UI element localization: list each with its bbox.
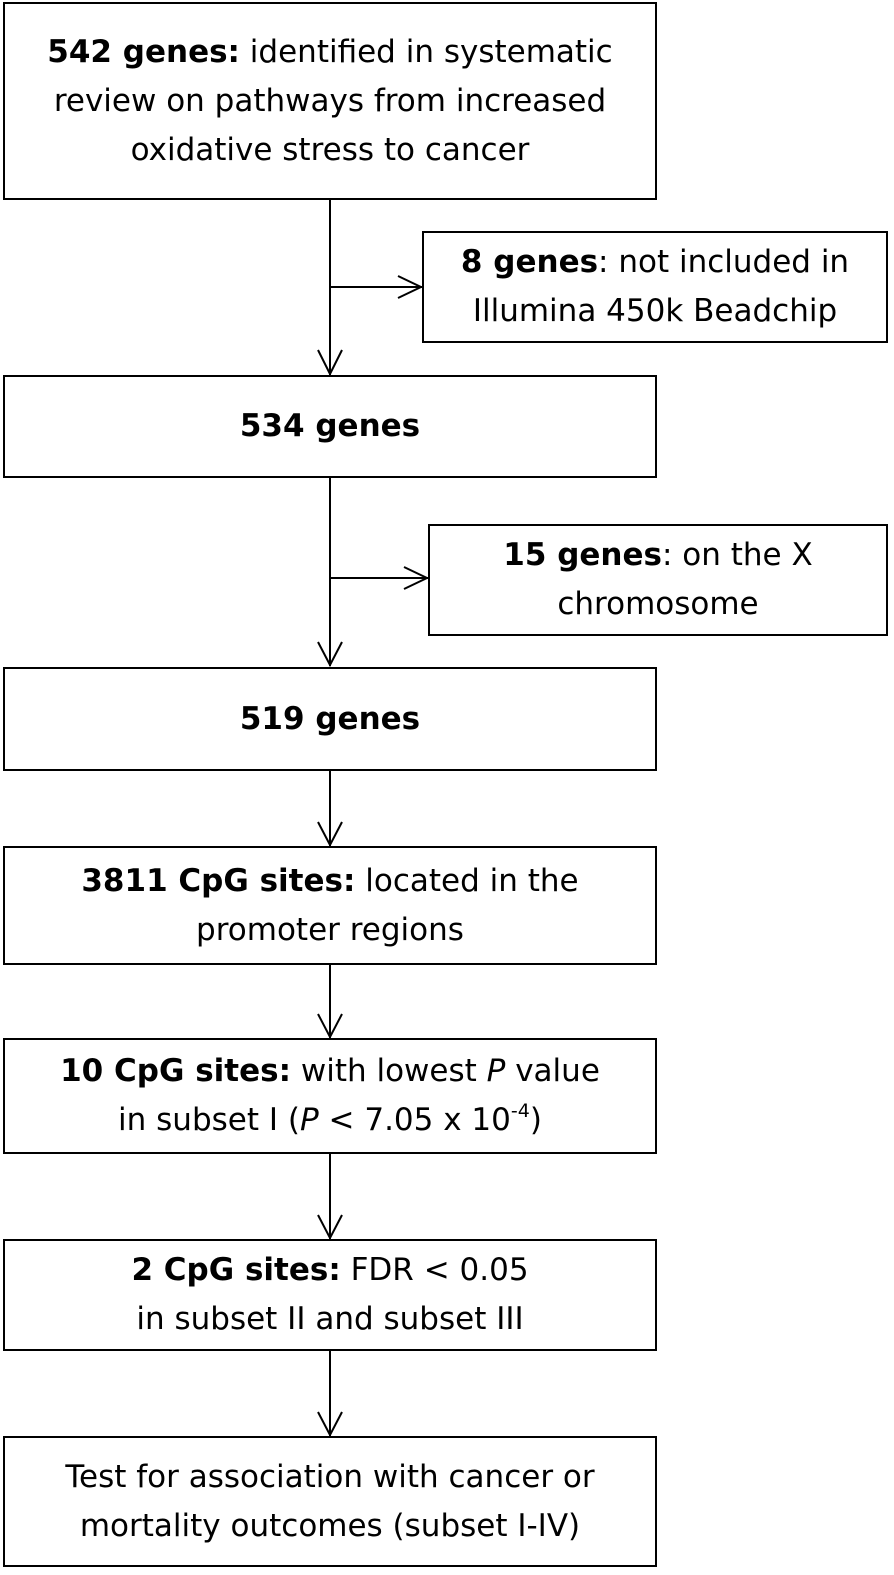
box-line: 519 genes xyxy=(240,695,420,744)
arrowhead xyxy=(317,349,343,377)
box-line: 542 genes: identified in systematic xyxy=(47,28,612,77)
box-bold-label: 2 CpG sites: xyxy=(131,1252,341,1288)
box-534-genes: 534 genes xyxy=(3,375,657,478)
box-test-association: Test for association with cancer or mort… xyxy=(3,1436,657,1567)
box-bold-label: 534 genes xyxy=(239,408,421,444)
box-text: Test for association with cancer or xyxy=(65,1458,595,1495)
box-text: in subset II and subset III xyxy=(136,1301,524,1337)
box-3811-cpg-sites: 3811 CpG sites: located in the promoter … xyxy=(3,846,657,965)
box-text: promoter regions xyxy=(196,911,464,948)
box-bold-label: 10 CpG sites: xyxy=(60,1053,291,1089)
box-text: located in the xyxy=(355,862,579,899)
box-text: with lowest xyxy=(291,1053,487,1089)
arrowhead xyxy=(403,566,430,590)
box-text: review on pathways from increased xyxy=(53,82,607,119)
box-line: 15 genes: on the X xyxy=(503,531,812,580)
exclusion-box-15-genes: 15 genes: on the X chromosome xyxy=(428,524,888,636)
box-bold-label: 8 genes xyxy=(460,244,599,280)
arrowhead xyxy=(397,275,424,299)
box-text: mortality outcomes (subset I-IV) xyxy=(79,1507,581,1544)
box-bold-label: 542 genes: xyxy=(47,33,240,70)
box-text: chromosome xyxy=(557,586,759,622)
box-text: value xyxy=(505,1053,600,1089)
arrowhead xyxy=(317,821,343,848)
box-text: : on the X xyxy=(661,537,813,573)
box-text: in subset I ( xyxy=(118,1102,300,1138)
italic-p: P xyxy=(486,1053,506,1089)
box-519-genes: 519 genes xyxy=(3,667,657,771)
box-bold-label: 15 genes xyxy=(503,537,662,573)
box-line: in subset I (P < 7.05 x 10-4) xyxy=(118,1096,542,1145)
box-542-genes: 542 genes: identified in systematic revi… xyxy=(3,2,657,200)
arrowhead xyxy=(317,641,343,668)
box-text: Illumina 450k Beadchip xyxy=(472,293,838,329)
italic-p: P xyxy=(299,1102,319,1138)
box-bold-label: 519 genes xyxy=(239,700,421,737)
exclusion-box-8-genes: 8 genes: not included in Illumina 450k B… xyxy=(422,231,888,343)
arrowhead xyxy=(317,1411,343,1438)
box-2-cpg-sites: 2 CpG sites: FDR < 0.05 in subset II and… xyxy=(3,1239,657,1351)
box-text: oxidative stress to cancer xyxy=(130,131,530,168)
box-line: 2 CpG sites: FDR < 0.05 xyxy=(131,1246,528,1295)
box-text: identified in systematic xyxy=(239,33,613,70)
arrowhead xyxy=(317,1013,343,1040)
box-line: 10 CpG sites: with lowest P value xyxy=(60,1047,600,1096)
box-text: : not included in xyxy=(598,244,850,280)
box-text: ) xyxy=(529,1102,542,1138)
box-line: 8 genes: not included in xyxy=(461,238,849,287)
box-text: < 7.05 x 10 xyxy=(318,1102,511,1138)
box-text: FDR < 0.05 xyxy=(340,1252,529,1288)
exponent: -4 xyxy=(510,1100,530,1122)
box-10-cpg-sites: 10 CpG sites: with lowest P value in sub… xyxy=(3,1038,657,1154)
arrowhead xyxy=(317,1214,343,1241)
box-line: 534 genes xyxy=(240,402,420,451)
box-bold-label: 3811 CpG sites: xyxy=(81,862,356,899)
box-line: 3811 CpG sites: located in the xyxy=(81,857,578,906)
